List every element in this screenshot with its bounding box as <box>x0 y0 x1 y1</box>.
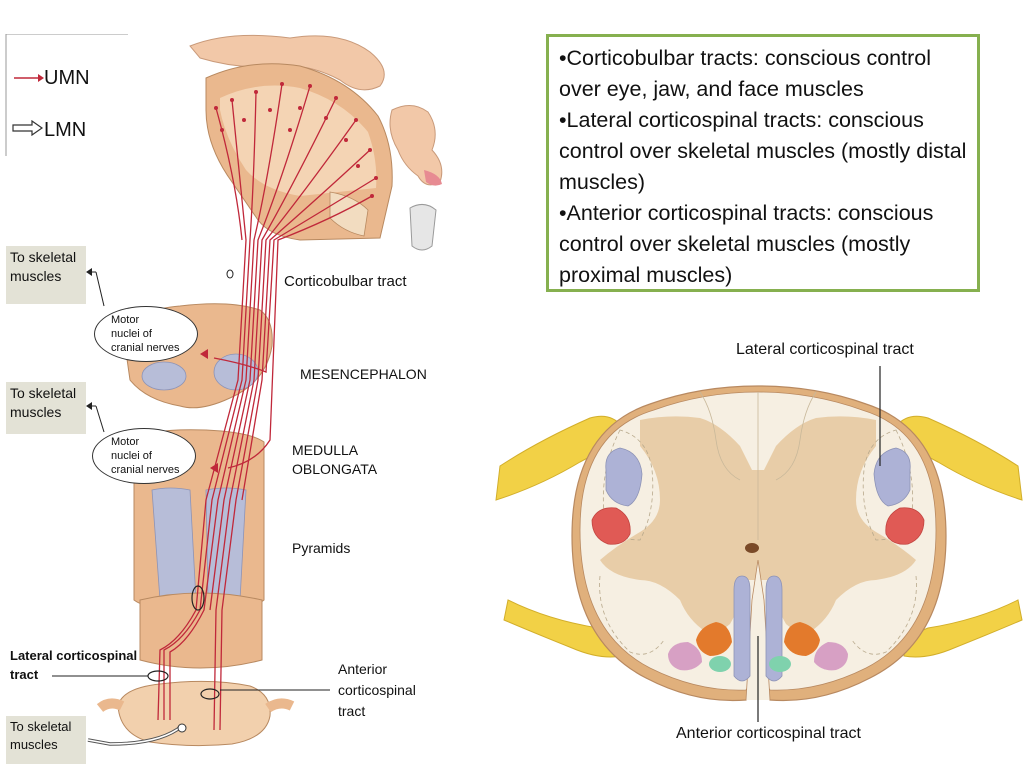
motor-nuclei-callout-1: Motor nuclei of cranial nerves <box>94 306 198 362</box>
to-skeletal-muscles-box-3: To skeletal muscles <box>6 716 86 764</box>
medulla-label-line1: MEDULLA <box>292 442 359 458</box>
anterior-corticospinal-label-line2: corticospinal <box>338 682 416 698</box>
to-skeletal-muscles-3-line1: To skeletal <box>10 719 72 734</box>
lateral-corticospinal-label-line2: tract <box>10 667 39 682</box>
legend: UMN LMN <box>0 34 130 156</box>
central-canal <box>745 543 759 553</box>
motor-nuclei-2-line1: Motor <box>111 436 140 448</box>
to-skeletal-muscles-box-1: To skeletal muscles <box>6 246 86 304</box>
to-skeletal-muscles-3-line2: muscles <box>10 737 58 752</box>
lateral-corticospinal-label-line1: Lateral corticospinal <box>10 648 138 663</box>
cortex-white-matter <box>220 85 377 196</box>
ventral-root-right <box>903 599 1023 658</box>
corticobulbar-tract-label: Corticobulbar tract <box>284 273 407 290</box>
orange-tract-right <box>784 622 820 656</box>
green-tract-right <box>769 656 791 672</box>
mesencephalon-label: MESENCEPHALON <box>300 366 427 382</box>
motor-nuclei-1-line3: cranial nerves <box>111 342 180 354</box>
lateral-corticospinal-tract-label: Lateral corticospinal tract <box>736 341 914 358</box>
anterior-corticospinal-tract-label: Anterior corticospinal tract <box>676 725 861 742</box>
lateral-corticospinal-left <box>605 447 643 507</box>
summary-anterior-corticospinal: •Anterior corticospinal tracts: consciou… <box>559 201 934 287</box>
to-skeletal-muscles-1-line2: muscles <box>10 268 62 284</box>
upper-motor-neurons <box>157 83 377 731</box>
cortex-neuron-dots <box>214 82 378 198</box>
tract-summary-box: •Corticobulbar tracts: conscious control… <box>546 34 980 292</box>
lmn-label: LMN <box>44 119 87 141</box>
medulla-label-line2: OBLONGATA <box>292 461 378 477</box>
to-skeletal-muscles-2-line1: To skeletal <box>10 385 77 401</box>
pink-tract-left <box>668 642 702 671</box>
anterior-corticospinal-left <box>733 575 751 682</box>
lateral-corticospinal-right <box>873 447 911 507</box>
red-tract-left <box>591 507 631 545</box>
to-skeletal-muscles-2-line2: muscles <box>10 404 62 420</box>
red-tract-right <box>885 507 925 545</box>
lmn-arrow-icon <box>12 120 44 136</box>
motor-nuclei-1-line1: Motor <box>111 314 140 326</box>
umn-label: UMN <box>44 67 90 89</box>
summary-corticobulbar: •Corticobulbar tracts: conscious control… <box>559 46 931 101</box>
motor-nuclei-1-line2: nuclei of <box>111 328 152 340</box>
motor-nuclei-2-line2: nuclei of <box>111 450 152 462</box>
larynx-illustration <box>409 204 437 251</box>
gray-matter-left <box>600 416 752 633</box>
umn-arrow-icon <box>14 74 44 82</box>
anterior-corticospinal-right <box>765 575 783 682</box>
motor-nuclei-2-line3: cranial nerves <box>111 464 180 476</box>
anterior-corticospinal-label-line3: tract <box>338 703 366 719</box>
gray-matter-right <box>764 416 916 633</box>
to-skeletal-muscles-box-2: To skeletal muscles <box>6 382 86 434</box>
anterior-corticospinal-label-line1: Anterior <box>338 661 388 677</box>
motor-nuclei-callout-2: Motor nuclei of cranial nerves <box>92 428 196 484</box>
pink-tract-right <box>814 642 848 671</box>
to-skeletal-muscles-1-line1: To skeletal <box>10 249 77 265</box>
summary-lateral-corticospinal: •Lateral corticospinal tracts: conscious… <box>559 108 967 194</box>
green-tract-left <box>709 656 731 672</box>
orange-tract-left <box>696 622 732 656</box>
tongue-illustration <box>424 170 442 186</box>
pyramids-label: Pyramids <box>292 540 351 556</box>
legend-frame <box>5 34 128 156</box>
spinal-cord-segment <box>117 680 271 747</box>
